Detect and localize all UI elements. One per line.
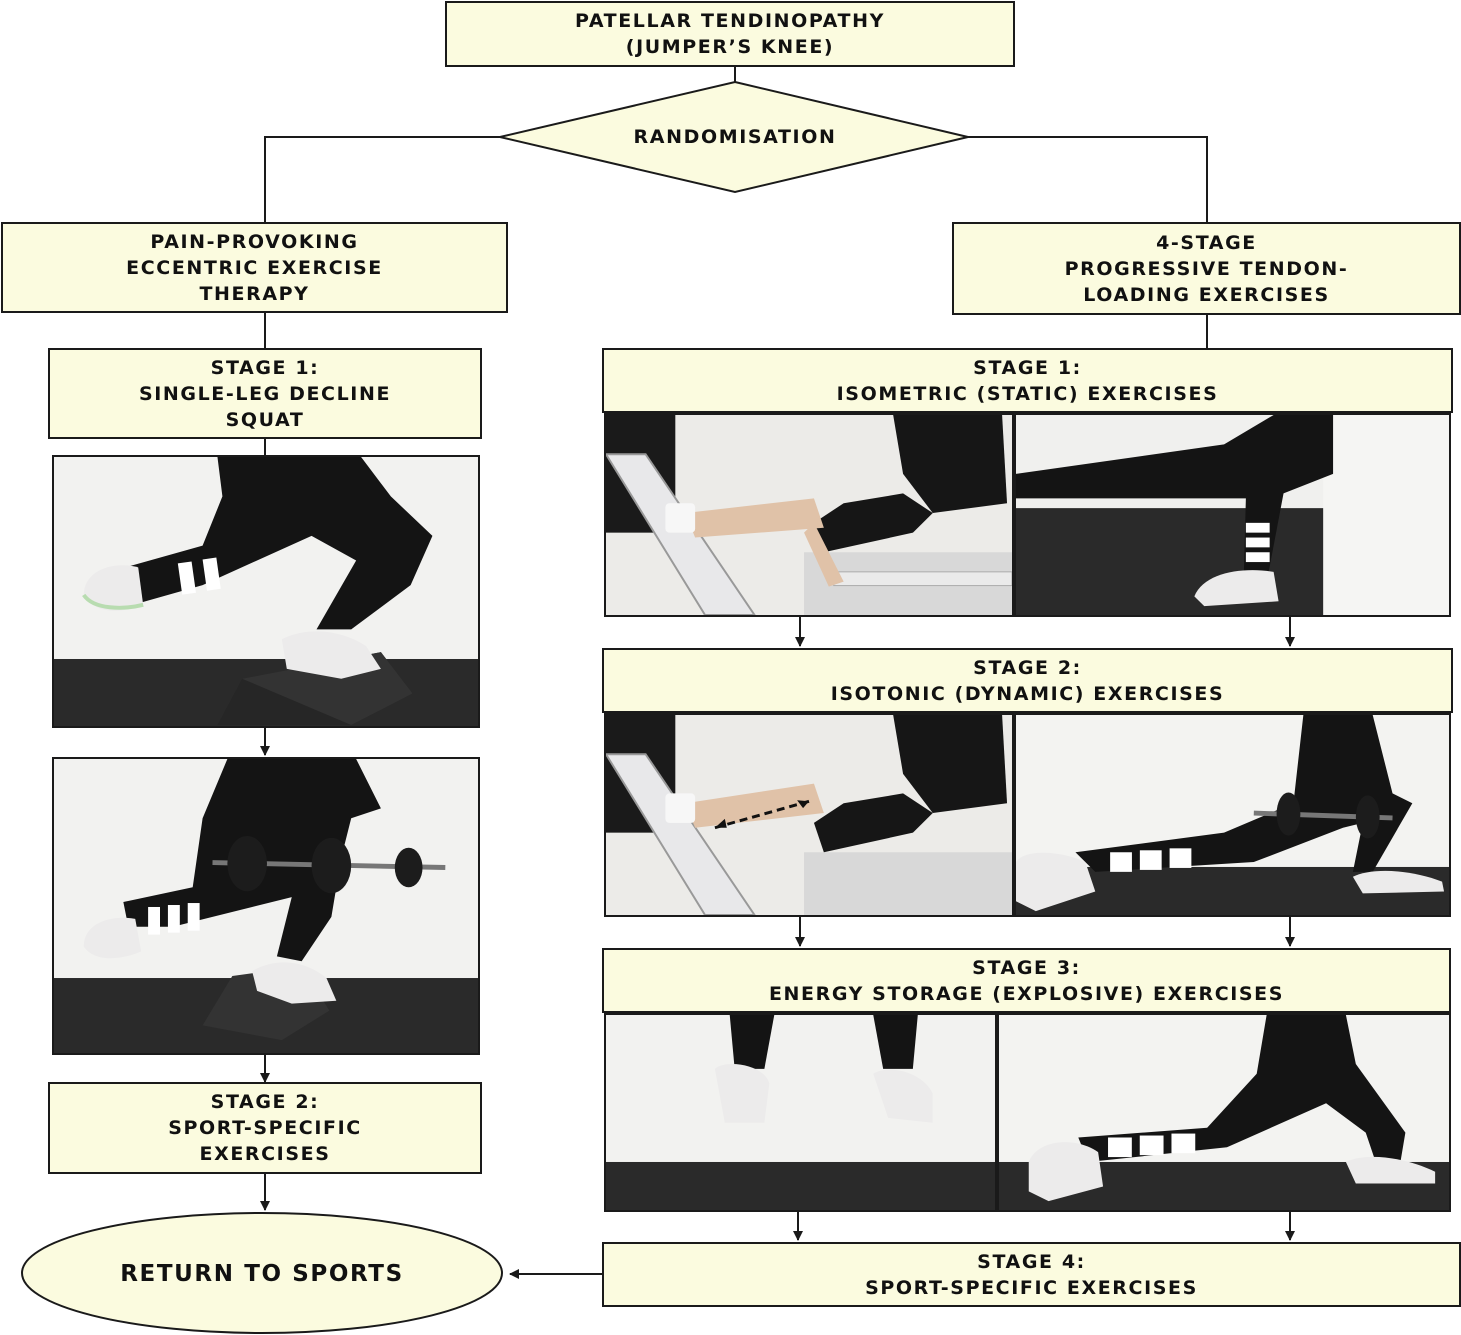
right-stage1-line-1: STAGE 1: xyxy=(973,356,1082,379)
left-stage1-line-1: STAGE 1: xyxy=(210,356,320,379)
left-stage1-line-3: SQUAT xyxy=(225,408,305,431)
left-header-line-3: THERAPY xyxy=(199,282,310,305)
photo-isometric-leg-press xyxy=(604,413,1014,617)
right-stage3-box: STAGE 3: ENERGY STORAGE (EXPLOSIVE) EXER… xyxy=(602,948,1451,1013)
photo-explosive-jump xyxy=(604,1013,997,1212)
left-stage1-box: STAGE 1: SINGLE-LEG DECLINE SQUAT xyxy=(48,348,482,439)
right-stage4-line-2: SPORT-SPECIFIC EXERCISES xyxy=(865,1276,1198,1299)
photo-explosive-lunge xyxy=(997,1013,1451,1212)
right-stage2-line-2: ISOTONIC (DYNAMIC) EXERCISES xyxy=(830,682,1225,705)
randomisation-diamond xyxy=(499,80,969,194)
randomisation-label: RANDOMISATION xyxy=(633,126,837,148)
photo-decline-squat-with-dumbbell xyxy=(52,757,480,1055)
left-stage2-box: STAGE 2: SPORT-SPECIFIC EXERCISES xyxy=(48,1082,482,1174)
left-stage2-line-1: STAGE 2: xyxy=(210,1091,320,1113)
photo-single-leg-decline-squat xyxy=(52,455,480,728)
title-box: PATELLAR TENDINOPATHY (JUMPER’S KNEE) xyxy=(445,1,1015,67)
right-header-line-1: 4-STAGE xyxy=(1156,231,1257,254)
left-stage1-line-2: SINGLE-LEG DECLINE xyxy=(138,382,392,405)
right-stage1-line-2: ISOMETRIC (STATIC) EXERCISES xyxy=(836,382,1219,405)
right-stage4-box: STAGE 4: SPORT-SPECIFIC EXERCISES xyxy=(602,1242,1461,1307)
right-stage3-line-1: STAGE 3: xyxy=(972,956,1081,979)
left-arm-header: PAIN-PROVOKING ECCENTRIC EXERCISE THERAP… xyxy=(1,222,508,313)
left-stage2-line-3: EXERCISES xyxy=(199,1143,331,1165)
right-stage3-line-2: ENERGY STORAGE (EXPLOSIVE) EXERCISES xyxy=(768,982,1285,1005)
right-arm-header: 4-STAGE PROGRESSIVE TENDON- LOADING EXER… xyxy=(952,222,1461,315)
right-header-line-3: LOADING EXERCISES xyxy=(1083,283,1330,306)
return-to-sports-label: RETURN TO SPORTS xyxy=(120,1261,404,1287)
photo-isotonic-leg-press xyxy=(604,713,1014,917)
photo-isometric-wall-sit xyxy=(1014,413,1451,617)
left-header-line-1: PAIN-PROVOKING xyxy=(150,230,359,253)
connector-randomisation-to-left xyxy=(264,136,500,222)
photo-isotonic-dumbbell-lunge xyxy=(1014,713,1451,917)
title-line-1: PATELLAR TENDINOPATHY xyxy=(575,10,885,32)
right-stage1-box: STAGE 1: ISOMETRIC (STATIC) EXERCISES xyxy=(602,348,1453,413)
right-header-line-2: PROGRESSIVE TENDON- xyxy=(1064,257,1349,280)
right-stage2-line-1: STAGE 2: xyxy=(973,656,1082,679)
left-header-line-2: ECCENTRIC EXERCISE xyxy=(126,256,383,279)
left-stage2-line-2: SPORT-SPECIFIC xyxy=(168,1117,362,1139)
return-to-sports-oval xyxy=(21,1212,503,1334)
right-stage2-box: STAGE 2: ISOTONIC (DYNAMIC) EXERCISES xyxy=(602,648,1453,713)
title-line-2: (JUMPER’S KNEE) xyxy=(625,36,835,58)
connector-randomisation-to-right xyxy=(968,136,1208,222)
right-stage4-line-1: STAGE 4: xyxy=(977,1250,1086,1273)
